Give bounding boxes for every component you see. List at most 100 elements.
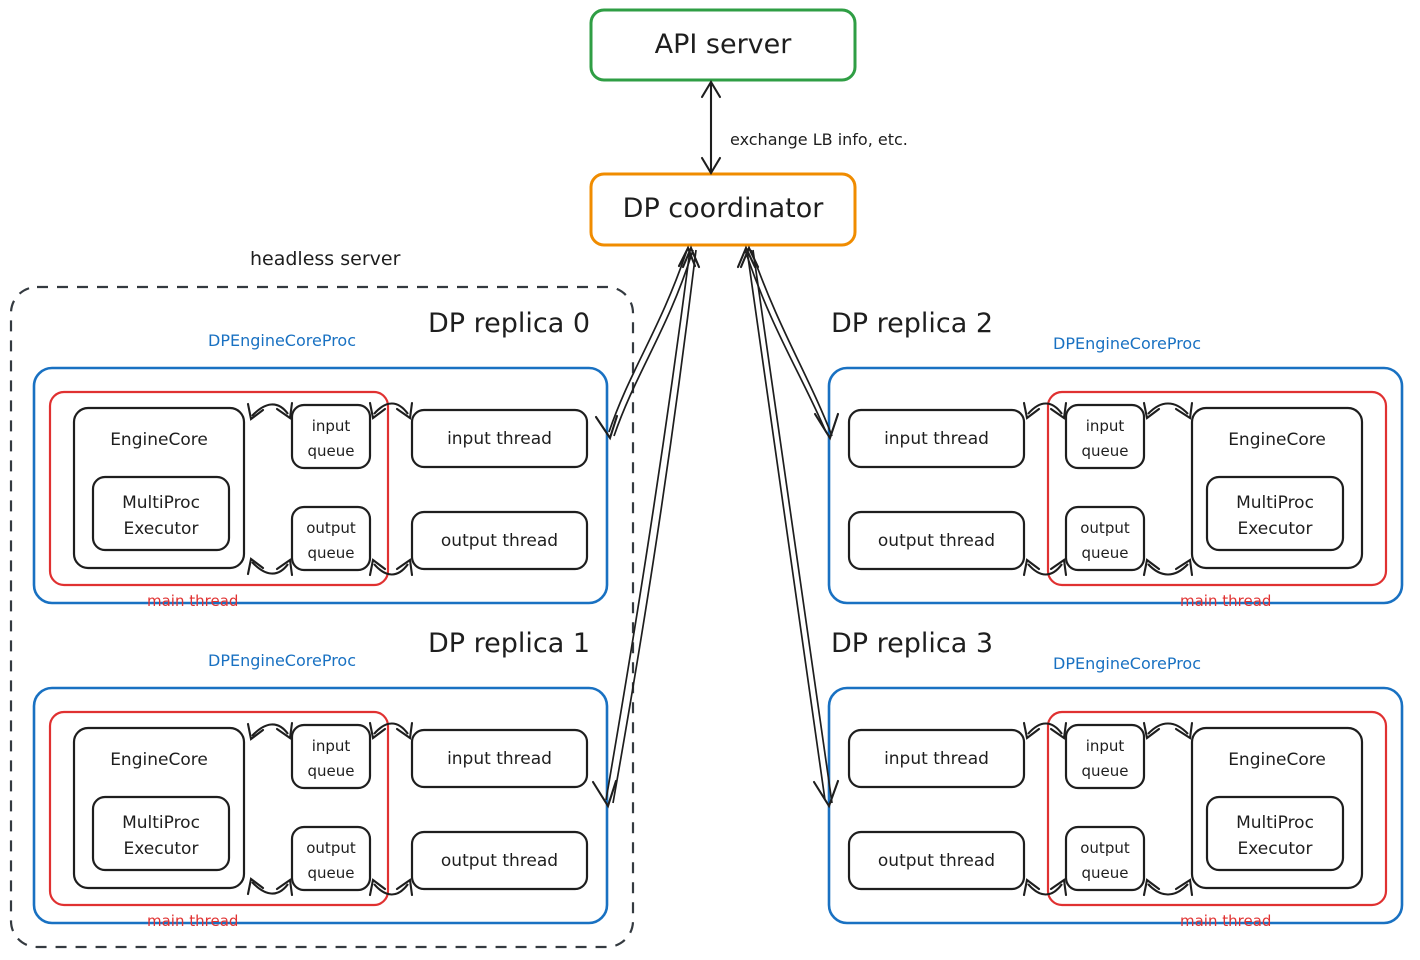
replica-3-output-queue-box[interactable] [1064, 825, 1146, 892]
replica-1-output-queue-box[interactable] [290, 825, 372, 892]
dp-coordinator-box[interactable] [589, 172, 857, 247]
replica-0-input-thread-label: input thread [447, 429, 552, 449]
iq-line2: queue [1081, 442, 1129, 460]
replica-3-output-thread-label: output thread [877, 851, 996, 871]
replica-1-input-thread-box[interactable] [410, 728, 589, 789]
replica-0-arrow-engine-inputqueue [246, 401, 294, 421]
replica-1-multiproc-executor-label: MultiProc Executor [93, 810, 229, 862]
replica-1-arrow-inputqueue-inputthread [368, 721, 414, 740]
replica-3-multiproc-executor-label: MultiProc Executor [1207, 810, 1343, 862]
replica-2-input-thread-box[interactable] [847, 408, 1026, 469]
replica-1-process-label: DPEngineCoreProc [208, 651, 357, 670]
replica-1-output-queue-label: output queue [292, 836, 370, 886]
arrow-api-coordinator [700, 79, 722, 176]
replica-3-input-thread-box[interactable] [847, 728, 1026, 789]
replica-3-main-thread-box [1046, 710, 1388, 907]
mpe-line1: MultiProc [1236, 493, 1314, 513]
replica-0-title: DP replica 0 [428, 308, 591, 339]
replica-0-input-thread-box[interactable] [410, 408, 589, 469]
iq-line1: input [311, 737, 351, 755]
mpe-line2: Executor [123, 519, 199, 539]
mpe-line2: Executor [123, 839, 199, 859]
replica-3-main-thread-label: main thread [1180, 912, 1272, 930]
replica-2-input-queue-label: input queue [1066, 414, 1144, 464]
replica-2-arrow-engine-outputqueue [1142, 558, 1194, 577]
replica-0-output-queue-box[interactable] [290, 505, 372, 572]
replica-3-arrow-outputqueue-outputthread [1022, 878, 1068, 897]
replica-3-output-thread-box[interactable] [847, 830, 1026, 891]
replica-3-title: DP replica 3 [831, 628, 994, 659]
arrow-coordinator-replica-3 [739, 245, 840, 809]
replica-1-output-thread-box[interactable] [410, 830, 589, 891]
replica-0-main-thread-box [48, 390, 390, 587]
replica-1-main-thread-box [48, 710, 390, 907]
replica-2-input-queue-box[interactable] [1064, 403, 1146, 470]
replica-3-arrow-inputthread-inputqueue [1022, 721, 1068, 740]
replica-2-multiproc-executor-label: MultiProc Executor [1207, 490, 1343, 542]
exchange-lb-info-label: exchange LB info, etc. [730, 130, 908, 149]
replica-3-engine-core-label: EngineCore [1228, 750, 1326, 770]
replica-0-main-thread-label: main thread [147, 592, 239, 610]
api-server-box[interactable] [589, 8, 857, 82]
replica-1-output-thread-label: output thread [440, 851, 559, 871]
replica-1-input-thread-label: input thread [447, 749, 552, 769]
oq-line2: queue [1081, 544, 1129, 562]
oq-line1: output [306, 519, 356, 537]
mpe-line1: MultiProc [1236, 813, 1314, 833]
replica-2-output-thread-label: output thread [877, 531, 996, 551]
dp-coordinator-label: DP coordinator [622, 193, 824, 224]
replica-0-process-label: DPEngineCoreProc [208, 331, 357, 350]
replica-0-arrow-outputthread-outputqueue [368, 558, 414, 577]
replica-0-input-queue-box[interactable] [290, 403, 372, 470]
replica-3-arrow-inputqueue-engine [1142, 721, 1194, 740]
replica-1-title: DP replica 1 [428, 628, 591, 659]
arrow-coordinator-replica-2 [736, 245, 840, 441]
replica-0-multiproc-executor-label: MultiProc Executor [93, 490, 229, 542]
oq-line1: output [306, 839, 356, 857]
mpe-line2: Executor [1237, 519, 1313, 539]
replica-2-output-queue-box[interactable] [1064, 505, 1146, 572]
iq-line1: input [311, 417, 351, 435]
replica-0-output-thread-box[interactable] [410, 510, 589, 571]
iq-line2: queue [307, 442, 355, 460]
replica-1-multiproc-executor-box[interactable] [91, 795, 231, 872]
replica-1-arrow-outputqueue-engine [246, 877, 294, 897]
replica-1-input-queue-box[interactable] [290, 723, 372, 790]
replica-2-output-queue-label: output queue [1066, 516, 1144, 566]
arrow-coordinator-replica-1 [591, 245, 701, 809]
replica-0-arrow-outputqueue-engine [246, 557, 294, 577]
replica-1-arrow-outputthread-outputqueue [368, 878, 414, 897]
replica-2-process-label: DPEngineCoreProc [1053, 334, 1202, 353]
replica-2-arrow-inputqueue-engine [1142, 401, 1194, 420]
replica-3-arrow-engine-outputqueue [1142, 878, 1194, 897]
replica-0-engine-core-label: EngineCore [110, 430, 208, 450]
replica-0-multiproc-executor-box[interactable] [91, 475, 231, 552]
replica-3-multiproc-executor-box[interactable] [1205, 795, 1345, 872]
replica-0-process-box[interactable] [32, 366, 609, 605]
mpe-line1: MultiProc [122, 813, 200, 833]
replica-2-multiproc-executor-box[interactable] [1205, 475, 1345, 552]
replica-1-engine-core-label: EngineCore [110, 750, 208, 770]
iq-line1: input [1085, 417, 1125, 435]
oq-line2: queue [307, 864, 355, 882]
replica-0-output-queue-label: output queue [292, 516, 370, 566]
replica-3-input-queue-box[interactable] [1064, 723, 1146, 790]
replica-2-arrow-inputthread-inputqueue [1022, 401, 1068, 420]
oq-line2: queue [1081, 864, 1129, 882]
replica-3-input-queue-label: input queue [1066, 734, 1144, 784]
replica-2-output-thread-box[interactable] [847, 510, 1026, 571]
api-server-label: API server [654, 29, 792, 60]
replica-2-title: DP replica 2 [831, 308, 994, 339]
oq-line1: output [1080, 519, 1130, 537]
mpe-line2: Executor [1237, 839, 1313, 859]
replica-2-process-box[interactable] [827, 366, 1404, 605]
replica-3-output-queue-label: output queue [1066, 836, 1144, 886]
headless-server-label: headless server [250, 248, 401, 270]
replica-3-process-label: DPEngineCoreProc [1053, 654, 1202, 673]
iq-line2: queue [307, 762, 355, 780]
oq-line2: queue [307, 544, 355, 562]
replica-3-input-thread-label: input thread [884, 749, 989, 769]
